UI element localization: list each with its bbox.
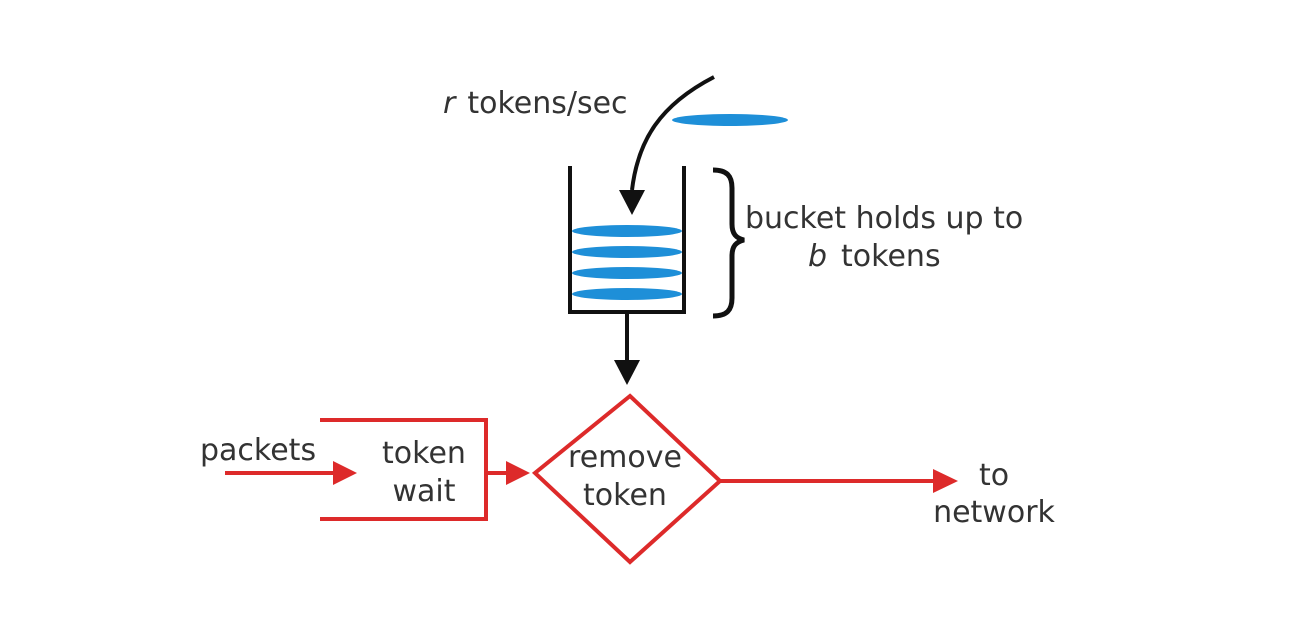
incoming-token — [672, 114, 788, 126]
remove-token-decision — [531, 393, 723, 565]
to-network-label-2: network — [933, 495, 1055, 530]
bucket-tokens — [572, 225, 682, 300]
bucket-token — [572, 246, 682, 258]
rate-label: r tokens/sec — [443, 86, 628, 121]
to-network-label: to — [979, 458, 1009, 493]
bucket-token — [572, 267, 682, 279]
packets-arrowhead — [333, 461, 357, 485]
token-inflow-arrowhead — [619, 190, 645, 215]
bucket-outflow-arrowhead — [614, 360, 640, 385]
bucket-token — [572, 288, 682, 300]
token-wait-label: token — [382, 436, 466, 471]
network-arrowhead — [933, 469, 958, 493]
bucket-capacity-label: bucket holds up to — [745, 201, 1023, 236]
remove-token-label-2: token — [583, 478, 667, 513]
token-wait-queue — [320, 418, 488, 521]
rate-text: tokens/sec — [467, 86, 627, 121]
capacity-brace — [712, 167, 745, 319]
queue-to-decision-arrowhead — [506, 461, 530, 485]
bucket-capacity-text: tokens — [841, 239, 941, 274]
rate-symbol: r — [443, 86, 457, 121]
bucket — [568, 166, 686, 314]
remove-token-label: remove — [568, 440, 682, 475]
token-wait-label-2: wait — [392, 474, 455, 509]
bucket-token — [572, 225, 682, 237]
token-inflow-arrow — [630, 75, 715, 191]
bucket-symbol: b — [808, 239, 827, 274]
packets-label: packets — [200, 433, 316, 468]
